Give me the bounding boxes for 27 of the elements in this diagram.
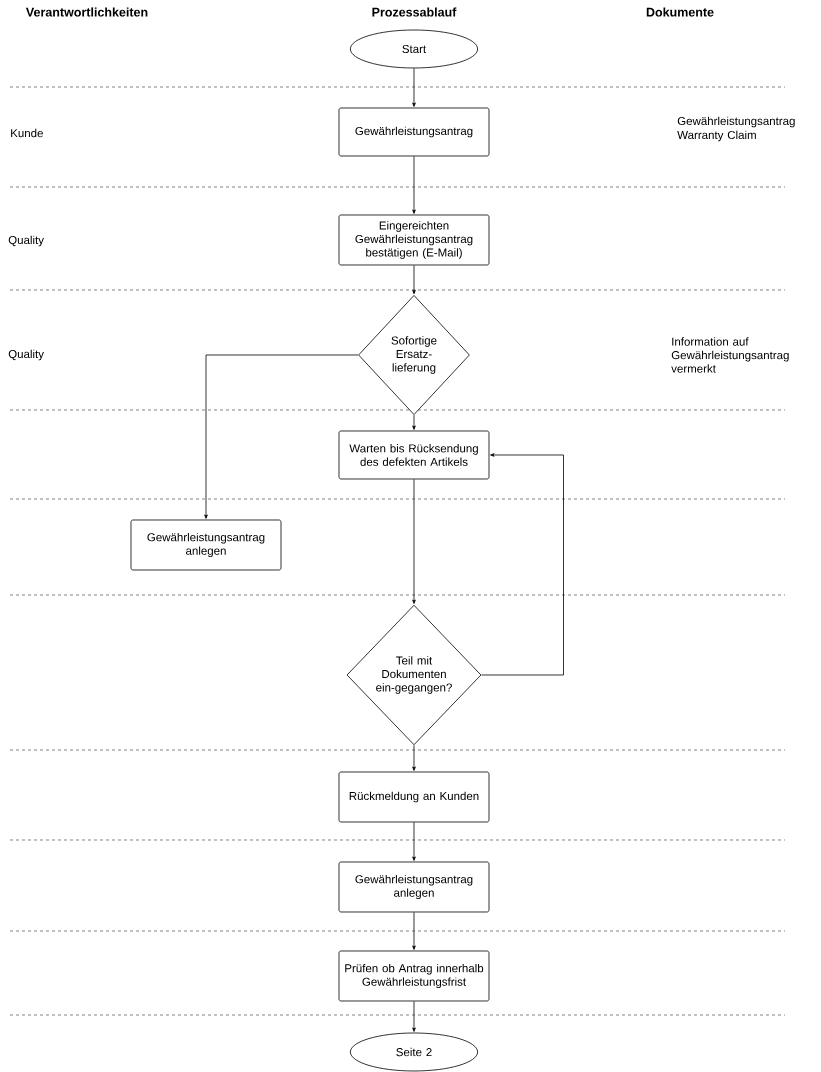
process-box: Gewährleistungsantrag anlegen: [338, 861, 490, 913]
arrow: [481, 453, 564, 676]
column-heading: Verantwortlichkeiten: [25, 7, 148, 17]
role-label: Kunde: [11, 128, 43, 138]
role-label: Quality: [8, 235, 44, 247]
arrow: [204, 354, 359, 519]
arrow: [412, 479, 416, 604]
document-note: Gewährleistungsantrag: [677, 116, 795, 128]
document-note: Information auf Gewährleistungsantrag vermerkt: [671, 337, 789, 373]
arrow: [412, 822, 416, 861]
column-heading: Dokumente: [646, 7, 714, 17]
arrow: [412, 744, 416, 771]
arrow: [412, 912, 416, 950]
arrow: [412, 1001, 416, 1032]
arrow: [412, 414, 416, 430]
process-box: Rückmeldung an Kunden: [338, 771, 490, 823]
process-box: Prüfen ob Antrag innerhalb Gewährleistungsfrist: [338, 950, 490, 1002]
role-label: Quality: [8, 349, 44, 361]
column-heading: Prozessablauf: [372, 7, 457, 17]
process-box: Gewährleistungsantrag anlegen: [130, 519, 282, 571]
arrow: [412, 265, 416, 295]
process-box: Warten bis Rücksendung des defekten Artikels: [338, 430, 490, 480]
arrow: [412, 68, 416, 107]
process-box: Gewährleistungsantrag: [338, 107, 490, 157]
arrow: [412, 156, 416, 214]
process-box: Eingereichten Gewährleistungsantrag bestätigen (E-Mail): [338, 214, 490, 266]
document-note: Warranty Claim: [677, 130, 756, 142]
